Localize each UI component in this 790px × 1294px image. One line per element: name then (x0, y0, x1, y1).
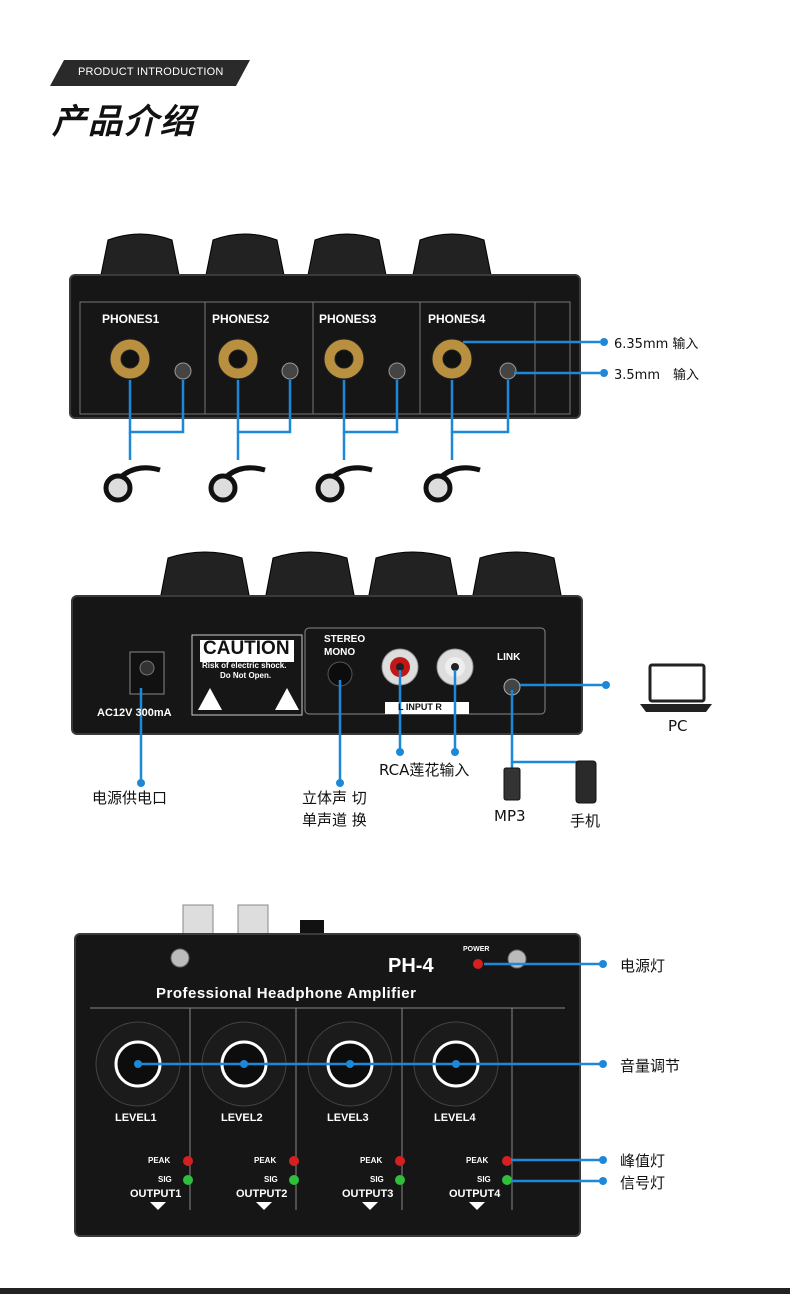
callout-pc: PC (668, 717, 688, 735)
callout-power-port: 电源供电口 (92, 789, 168, 807)
top-view (74, 904, 607, 1237)
callout-signal-led: 信号灯 (620, 1174, 666, 1192)
callout-power-led: 电源灯 (620, 957, 666, 975)
link-label: LINK (497, 652, 521, 663)
page-title: 产品介绍 (52, 102, 196, 142)
callout-switch-line1: 立体声 切 (302, 789, 367, 807)
level1-label: LEVEL1 (115, 1112, 157, 1124)
power-led-label: POWER (463, 946, 490, 953)
input-lr-label: L INPUT R (398, 702, 442, 712)
caution-title: CAUTION (203, 638, 290, 659)
peak2-label: PEAK (254, 1156, 277, 1165)
level3-label: LEVEL3 (327, 1112, 369, 1124)
headphone-icons (103, 465, 481, 503)
callout-rca-input: RCA莲花输入 (379, 761, 470, 779)
level2-label: LEVEL2 (221, 1112, 263, 1124)
level4-label: LEVEL4 (434, 1112, 476, 1124)
output1-label: OUTPUT1 (130, 1188, 182, 1200)
callout-switch-line2: 单声道 换 (302, 811, 367, 829)
product-name: Professional Headphone Amplifier (156, 985, 417, 1002)
mp3-player-icon (503, 767, 521, 801)
callout-volume: 音量调节 (620, 1057, 681, 1075)
laptop-icon (640, 663, 712, 712)
phones2-label: PHONES2 (212, 312, 270, 326)
front-knobs (99, 233, 493, 281)
callout-635mm-input: 6.35mm 输入 (614, 337, 699, 352)
front-view (69, 233, 608, 503)
mono-label: MONO (324, 647, 356, 658)
section-tag: PRODUCT INTRODUCTION (78, 66, 224, 78)
sig3-label: SIG (370, 1175, 384, 1184)
callout-phone: 手机 (570, 812, 601, 830)
phones3-label: PHONES3 (319, 312, 377, 326)
peak1-label: PEAK (148, 1156, 171, 1165)
callout-peak-led: 峰值灯 (620, 1152, 666, 1170)
sig2-label: SIG (264, 1175, 278, 1184)
output3-label: OUTPUT3 (342, 1188, 394, 1200)
phones4-label: PHONES4 (428, 312, 486, 326)
rear-view (71, 551, 712, 804)
bottom-bar (0, 1288, 790, 1294)
stereo-label: STEREO (324, 634, 366, 645)
sig4-label: SIG (477, 1175, 491, 1184)
output2-label: OUTPUT2 (236, 1188, 288, 1200)
peak4-label: PEAK (466, 1156, 489, 1165)
peak3-label: PEAK (360, 1156, 383, 1165)
smartphone-icon (575, 760, 597, 804)
phones1-label: PHONES1 (102, 312, 160, 326)
output4-label: OUTPUT4 (449, 1188, 501, 1200)
sig1-label: SIG (158, 1175, 172, 1184)
power-jack-label: AC12V 300mA (97, 707, 172, 719)
callout-35mm-input: 3.5mm 输入 (614, 368, 700, 383)
caution-line2: Do Not Open. (220, 671, 272, 680)
section-tag-bar (50, 60, 250, 86)
model-label: PH-4 (388, 955, 434, 977)
callout-mp3: MP3 (494, 807, 526, 825)
caution-line1: Risk of electric shock. (202, 661, 287, 670)
